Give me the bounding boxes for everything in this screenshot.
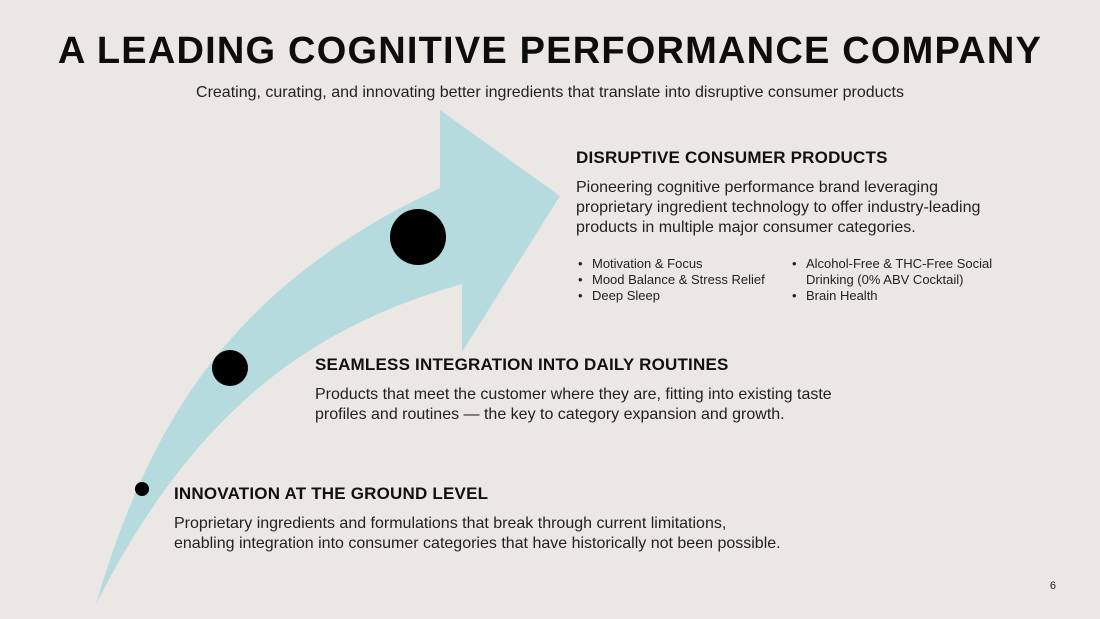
list-item: Alcohol-Free & THC-Free Social Drinking … <box>790 256 1016 288</box>
section-seamless-integration: SEAMLESS INTEGRATION INTO DAILY ROUTINES… <box>315 355 835 425</box>
bullet-column-right: Alcohol-Free & THC-Free Social Drinking … <box>790 256 1016 304</box>
section-body: Pioneering cognitive performance brand l… <box>576 179 981 236</box>
section-heading: SEAMLESS INTEGRATION INTO DAILY ROUTINES <box>315 355 729 374</box>
page-number: 6 <box>1049 580 1056 592</box>
milestone-dot-medium <box>212 350 248 386</box>
list-item: Mood Balance & Stress Relief <box>576 272 790 288</box>
section-heading: DISRUPTIVE CONSUMER PRODUCTS <box>576 148 888 167</box>
product-categories-list: Motivation & Focus Mood Balance & Stress… <box>576 256 1026 304</box>
list-item: Motivation & Focus <box>576 256 790 272</box>
list-item: Brain Health <box>790 288 1016 304</box>
section-disruptive-consumer-products: DISRUPTIVE CONSUMER PRODUCTS Pioneering … <box>576 148 1006 238</box>
milestone-dot-small <box>135 482 149 496</box>
section-body: Products that meet the customer where th… <box>315 386 832 423</box>
slide-subtitle: Creating, curating, and innovating bette… <box>196 84 904 101</box>
section-heading: INNOVATION AT THE GROUND LEVEL <box>174 484 489 503</box>
list-item: Deep Sleep <box>576 288 790 304</box>
slide-title: A LEADING COGNITIVE PERFORMANCE COMPANY <box>57 30 1043 72</box>
section-body: Proprietary ingredients and formulations… <box>174 515 781 552</box>
bullet-column-left: Motivation & Focus Mood Balance & Stress… <box>576 256 790 304</box>
section-innovation-ground-level: INNOVATION AT THE GROUND LEVEL Proprieta… <box>174 484 784 554</box>
milestone-dot-large <box>390 209 446 265</box>
